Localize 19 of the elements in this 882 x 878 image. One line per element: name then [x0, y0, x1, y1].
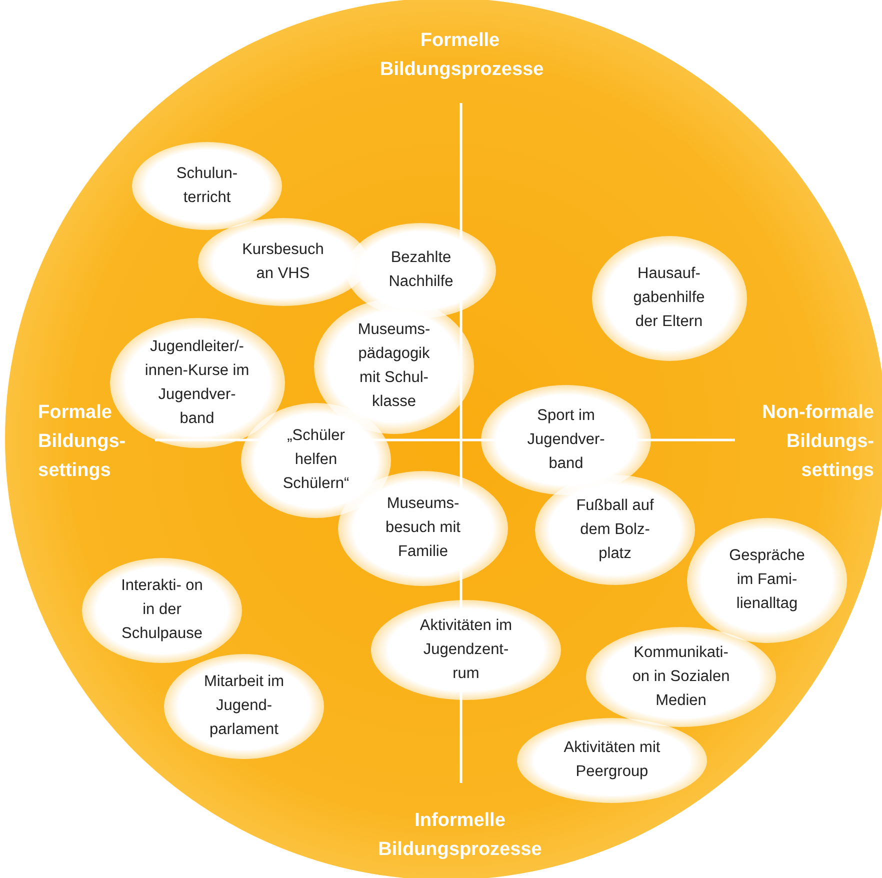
bubble-text: Kommunikati- on in Sozialen Medien [631, 643, 731, 711]
axis-label: Informelle Bildungsprozesse [377, 809, 543, 862]
bubble-text: Museums- besuch mit Familie [384, 494, 462, 562]
bubble-text: Aktivitäten im Jugendzent- rum [418, 616, 514, 684]
bubble-text: Hausauf- gabenhilfe der Eltern [632, 264, 706, 332]
bubble-text: Gespräche im Fami- lienalltag [728, 546, 806, 614]
bubble-text: Mitarbeit im Jugend- parlament [202, 672, 286, 740]
bubble-text: Aktivitäten mit Peergroup [562, 738, 662, 782]
bubble-text: „Schüler helfen Schülern“ [282, 426, 350, 494]
bubble-text: Museums- pädagogik mit Schul- klasse [356, 320, 432, 412]
bubble-text: Kursbesuch an VHS [241, 240, 325, 284]
bubble-text: Sport im Jugendver- band [526, 406, 606, 474]
bubble-text: Jugendleiter/- innen-Kurse im Jugendver- band [144, 337, 250, 429]
bubble-text: Fußball auf dem Bolz- platz [575, 496, 655, 564]
bubble-text: Schulun- terricht [175, 164, 239, 208]
axis-label: Formale Bildungs- settings [38, 401, 127, 483]
bubble-text: Bezahlte Nachhilfe [388, 248, 454, 292]
axis-label: Non-formale Bildungs- settings [761, 401, 874, 483]
bubble-text: Interakti- on in der Schulpause [120, 576, 204, 644]
